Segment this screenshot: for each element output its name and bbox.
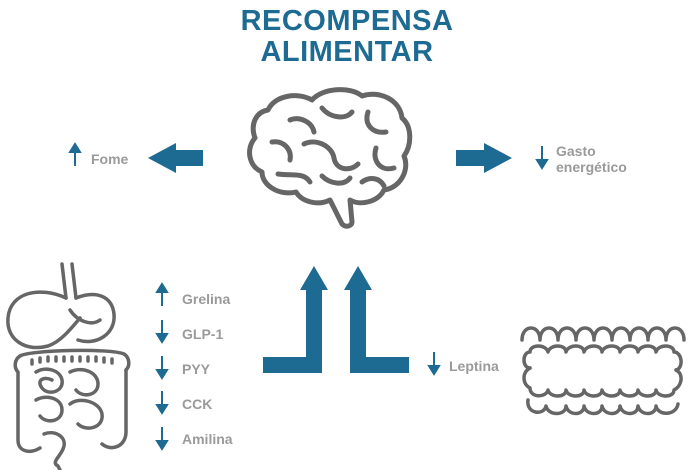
gasto-energetico-label: Gasto energético xyxy=(556,143,627,175)
up-arrow-right xyxy=(344,266,409,373)
title-line-1: RECOMPENSA xyxy=(240,5,454,37)
hormone-label-amilina: Amilina xyxy=(182,431,233,447)
arrow-down-icon xyxy=(155,391,169,415)
hormone-label-cck: CCK xyxy=(182,396,213,412)
arrow-down-icon xyxy=(155,356,169,380)
gasto-line-1: Gasto xyxy=(556,143,596,159)
diagram-title: RECOMPENSA ALIMENTAR xyxy=(0,6,694,68)
leptina-label: Leptina xyxy=(449,358,499,374)
arrow-down-icon xyxy=(535,146,549,170)
arrow-down-icon xyxy=(155,427,169,451)
arrow-down-icon xyxy=(155,320,169,344)
gasto-line-2: energético xyxy=(556,159,627,175)
left-arrow xyxy=(148,143,203,173)
right-arrow xyxy=(456,143,512,173)
hormone-label-pyy: PYY xyxy=(182,361,211,377)
arrow-up-icon xyxy=(68,142,82,166)
hormone-label-grelina: Grelina xyxy=(182,291,231,307)
hormone-label-glp1: GLP-1 xyxy=(182,326,224,342)
up-arrow-left xyxy=(263,266,328,373)
arrow-up-icon xyxy=(155,282,169,306)
title-line-2: ALIMENTAR xyxy=(260,36,434,68)
arrow-down-icon xyxy=(427,352,441,376)
fome-label: Fome xyxy=(91,151,129,167)
